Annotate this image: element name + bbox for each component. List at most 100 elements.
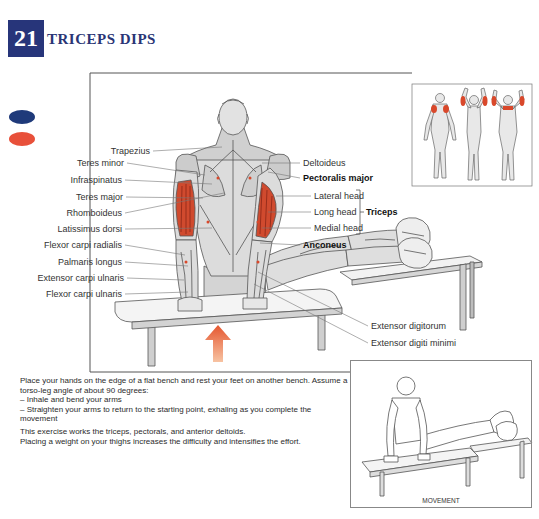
overview-inset <box>461 96 466 106</box>
arms <box>181 184 190 234</box>
muscle-label: Extensor digiti minimi <box>371 338 456 348</box>
overview-inset <box>499 106 517 180</box>
muscle-label: Flexor carpi ulnaris <box>46 289 122 299</box>
color-key <box>9 132 35 146</box>
frame <box>90 372 350 373</box>
leader-lines <box>126 197 203 198</box>
right-bench <box>470 262 474 318</box>
push-arrow <box>205 325 231 362</box>
arms <box>254 250 266 298</box>
leader-lines <box>125 228 212 229</box>
movement-illustration <box>520 441 524 478</box>
muscle-label: Teres minor <box>77 158 124 168</box>
leader-lines <box>254 284 368 343</box>
muscle-dots <box>217 177 220 180</box>
instruction-text: This exercise works the triceps, pectora… <box>20 427 348 437</box>
movement-inset: MOVEMENT <box>350 360 532 508</box>
leader-lines <box>125 193 224 213</box>
leader-lines <box>125 180 212 184</box>
muscle-label: Infraspinatus <box>70 175 122 185</box>
muscle-dots <box>257 261 260 264</box>
muscle-dots <box>257 221 260 224</box>
overview-inset <box>431 104 449 178</box>
leader-lines <box>127 278 184 280</box>
push-arrow <box>205 325 231 362</box>
overview-inset <box>470 96 479 105</box>
leader-lines <box>262 228 311 229</box>
muscle-label: Anconeus <box>303 240 347 250</box>
frame <box>90 73 91 372</box>
overview-inset <box>412 84 532 186</box>
muscle-dots <box>185 177 260 264</box>
legs <box>398 238 432 269</box>
arms <box>252 168 283 242</box>
overview-inset <box>512 90 524 110</box>
frame <box>90 73 412 372</box>
torso <box>202 165 225 197</box>
movement-illustration <box>418 454 430 460</box>
arms <box>173 168 283 311</box>
overview-inset <box>520 96 525 106</box>
instruction-text: Place your hands on the edge of a flat b… <box>20 376 348 395</box>
overview-inset <box>467 106 481 180</box>
torso <box>233 140 234 272</box>
node-text: 21 <box>14 25 38 51</box>
muscle-label: Deltoideus <box>303 158 346 168</box>
muscle-dots <box>185 261 188 264</box>
overview-inset <box>443 105 449 113</box>
node-text: MOVEMENT <box>422 497 460 504</box>
bench <box>115 289 342 366</box>
torso <box>219 99 247 135</box>
muscle-dots <box>249 177 252 180</box>
overview-inset <box>504 96 513 105</box>
right-bench <box>460 264 466 330</box>
arms <box>256 182 276 238</box>
leader-lines <box>125 292 188 294</box>
leader-lines <box>125 262 188 266</box>
arms <box>173 170 199 240</box>
legs <box>346 246 404 266</box>
muscle-label: Rhomboideus <box>66 208 122 218</box>
overview-inset <box>431 96 525 113</box>
muscle-label: Extensor digitorum <box>371 321 446 331</box>
muscle-label: Lateral head <box>314 191 364 201</box>
leader-lines <box>268 212 311 213</box>
leader-lines <box>258 272 368 326</box>
arms <box>243 298 267 309</box>
muscle-label: Extensor carpi ulnaris <box>37 273 124 283</box>
legs <box>262 218 432 290</box>
overview-inset <box>483 96 488 106</box>
muscle-label: Flexor carpi radialis <box>44 240 122 250</box>
movement-illustration <box>380 472 384 496</box>
muscle-label: Medial head <box>314 223 363 233</box>
arms <box>181 250 192 298</box>
leader-lines <box>262 163 300 164</box>
legs <box>264 250 348 290</box>
leader-lines <box>268 172 300 178</box>
leader-lines <box>127 163 205 175</box>
leader-lines <box>153 147 222 151</box>
muscle-label: Latissimus dorsi <box>57 224 122 234</box>
overview-inset <box>424 88 524 180</box>
arms <box>176 180 195 236</box>
overview-inset <box>412 84 532 186</box>
movement-illustration <box>466 458 470 486</box>
instruction-text: Placing a weight on your thighs increase… <box>20 437 348 447</box>
muscle-label: Pectoralis major <box>303 173 373 183</box>
muscle-label: Long head <box>314 207 357 217</box>
frame <box>90 73 412 74</box>
arms <box>247 240 272 300</box>
instruction-text: – Straighten your arms to return to the … <box>20 405 348 424</box>
overview-inset <box>492 90 504 110</box>
overview-inset <box>431 105 437 113</box>
color-key <box>9 110 35 124</box>
legs <box>365 239 395 240</box>
movement-illustration <box>384 456 398 462</box>
movement-illustration <box>387 400 398 456</box>
overview-inset <box>492 96 497 106</box>
legs <box>402 232 426 254</box>
muscle-label: Teres major <box>76 192 123 202</box>
instruction-text: – Inhale and bend your arms <box>20 395 348 405</box>
muscle-label: Palmaris longus <box>58 257 122 267</box>
